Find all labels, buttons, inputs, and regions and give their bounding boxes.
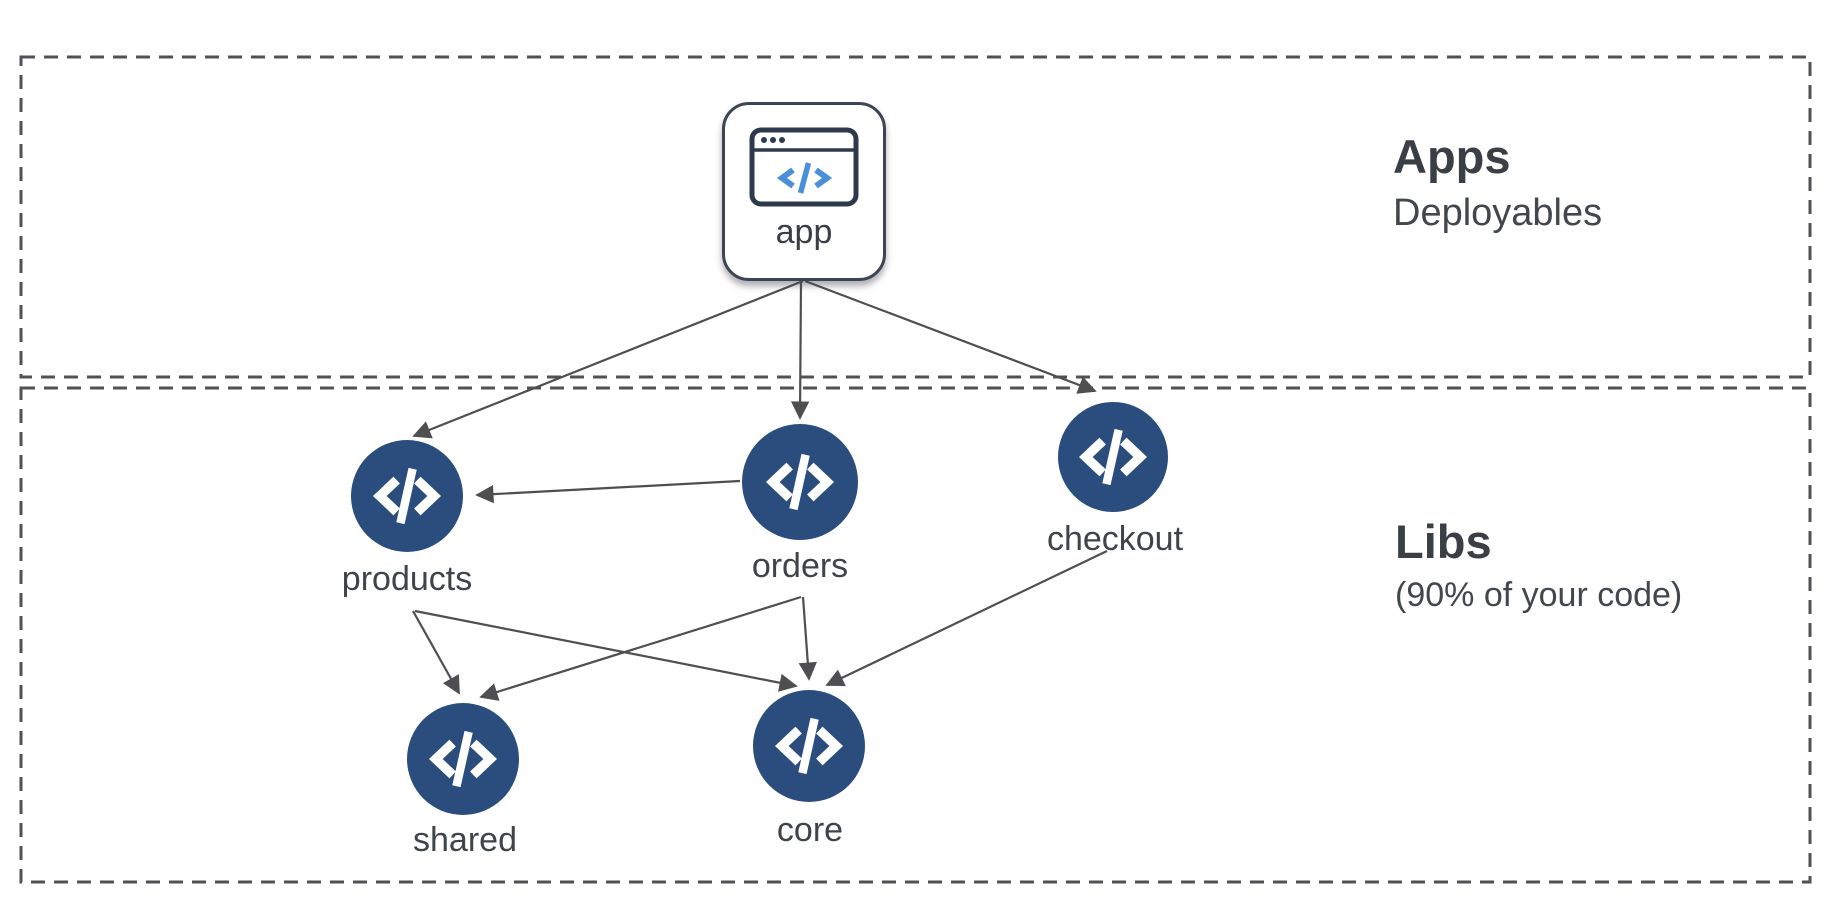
node-orders <box>742 424 858 540</box>
apps-section-title: Apps <box>1393 130 1511 183</box>
node-shared-label: shared <box>413 821 517 859</box>
code-icon <box>774 717 844 775</box>
node-products-label: products <box>341 560 473 598</box>
node-shared <box>407 703 519 815</box>
code-icon <box>1078 428 1148 486</box>
edge-app-products <box>412 279 804 439</box>
edge-products-shared <box>412 610 460 695</box>
libs-section-box <box>19 386 1812 884</box>
node-checkout-label: checkout <box>1046 520 1184 558</box>
libs-section-label: Libs (90% of your code) <box>1395 516 1682 615</box>
libs-section-subtitle: (90% of your code) <box>1395 575 1683 614</box>
node-core-label: core <box>776 811 844 849</box>
code-icon <box>372 467 442 525</box>
apps-section-subtitle: Deployables <box>1393 191 1603 234</box>
edge-checkout-core <box>825 550 1108 687</box>
edge-orders-core <box>798 596 817 681</box>
code-icon <box>765 453 835 511</box>
node-orders-label: orders <box>751 547 849 585</box>
apps-section-label: Apps Deployables <box>1393 131 1602 236</box>
edge-orders-products <box>475 479 741 504</box>
node-products <box>351 440 463 552</box>
edge-products-core <box>414 609 798 692</box>
node-core <box>753 690 865 802</box>
edge-app-orders <box>790 280 810 420</box>
node-app: app <box>722 102 886 281</box>
libs-section-title: Libs <box>1395 515 1492 568</box>
node-checkout <box>1058 402 1168 512</box>
apps-section-box <box>19 55 1812 379</box>
node-app-label: app <box>775 213 833 251</box>
edge-orders-shared <box>479 595 802 701</box>
browser-window-icon <box>749 127 859 207</box>
code-glyph-blue <box>776 162 833 194</box>
code-icon <box>428 730 498 788</box>
edge-app-checkout <box>804 279 1097 394</box>
